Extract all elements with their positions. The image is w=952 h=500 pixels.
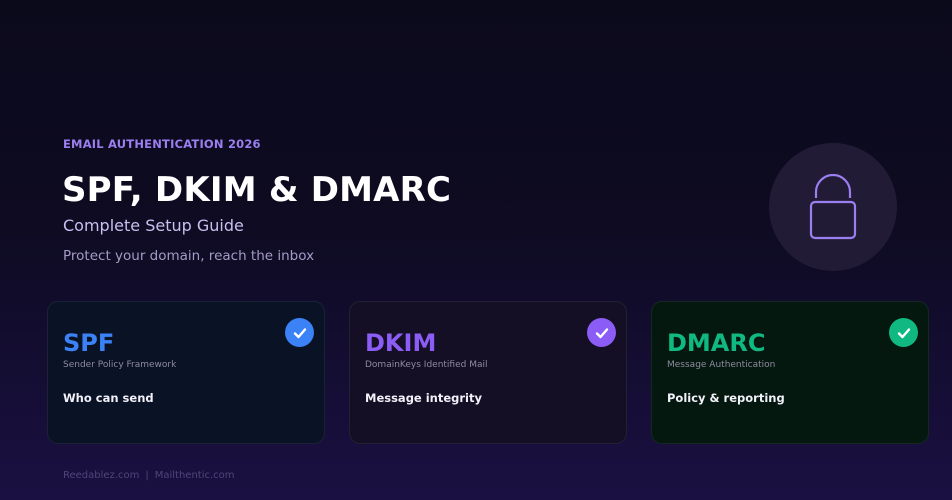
check-circle-icon bbox=[285, 318, 314, 347]
card-description: Who can send bbox=[63, 391, 154, 405]
card-dkim: DKIM DomainKeys Identified Mail Message … bbox=[349, 301, 627, 444]
card-description: Message integrity bbox=[365, 391, 482, 405]
footer: Reedablez.com | Mailthentic.com bbox=[63, 470, 235, 481]
footer-site-reedablez: Reedablez.com bbox=[63, 470, 140, 481]
eyebrow-label: EMAIL AUTHENTICATION 2026 bbox=[63, 137, 261, 151]
check-circle-icon bbox=[587, 318, 616, 347]
card-spf: SPF Sender Policy Framework Who can send bbox=[47, 301, 325, 444]
card-full-name: Sender Policy Framework bbox=[63, 360, 177, 370]
page-title: SPF, DKIM & DMARC bbox=[62, 170, 452, 210]
lock-badge bbox=[769, 143, 897, 271]
lock-icon bbox=[809, 174, 857, 240]
card-full-name: DomainKeys Identified Mail bbox=[365, 360, 488, 370]
check-circle-icon bbox=[889, 318, 918, 347]
footer-separator: | bbox=[145, 470, 149, 481]
card-description: Policy & reporting bbox=[667, 391, 785, 405]
page-subtitle: Complete Setup Guide bbox=[63, 216, 244, 235]
card-dmarc: DMARC Message Authentication Policy & re… bbox=[651, 301, 929, 444]
card-title: DKIM bbox=[365, 329, 437, 357]
card-title: SPF bbox=[63, 329, 115, 357]
tagline: Protect your domain, reach the inbox bbox=[63, 248, 315, 264]
footer-site-mailthentic: Mailthentic.com bbox=[154, 470, 235, 481]
card-title: DMARC bbox=[667, 329, 766, 357]
card-full-name: Message Authentication bbox=[667, 360, 776, 370]
